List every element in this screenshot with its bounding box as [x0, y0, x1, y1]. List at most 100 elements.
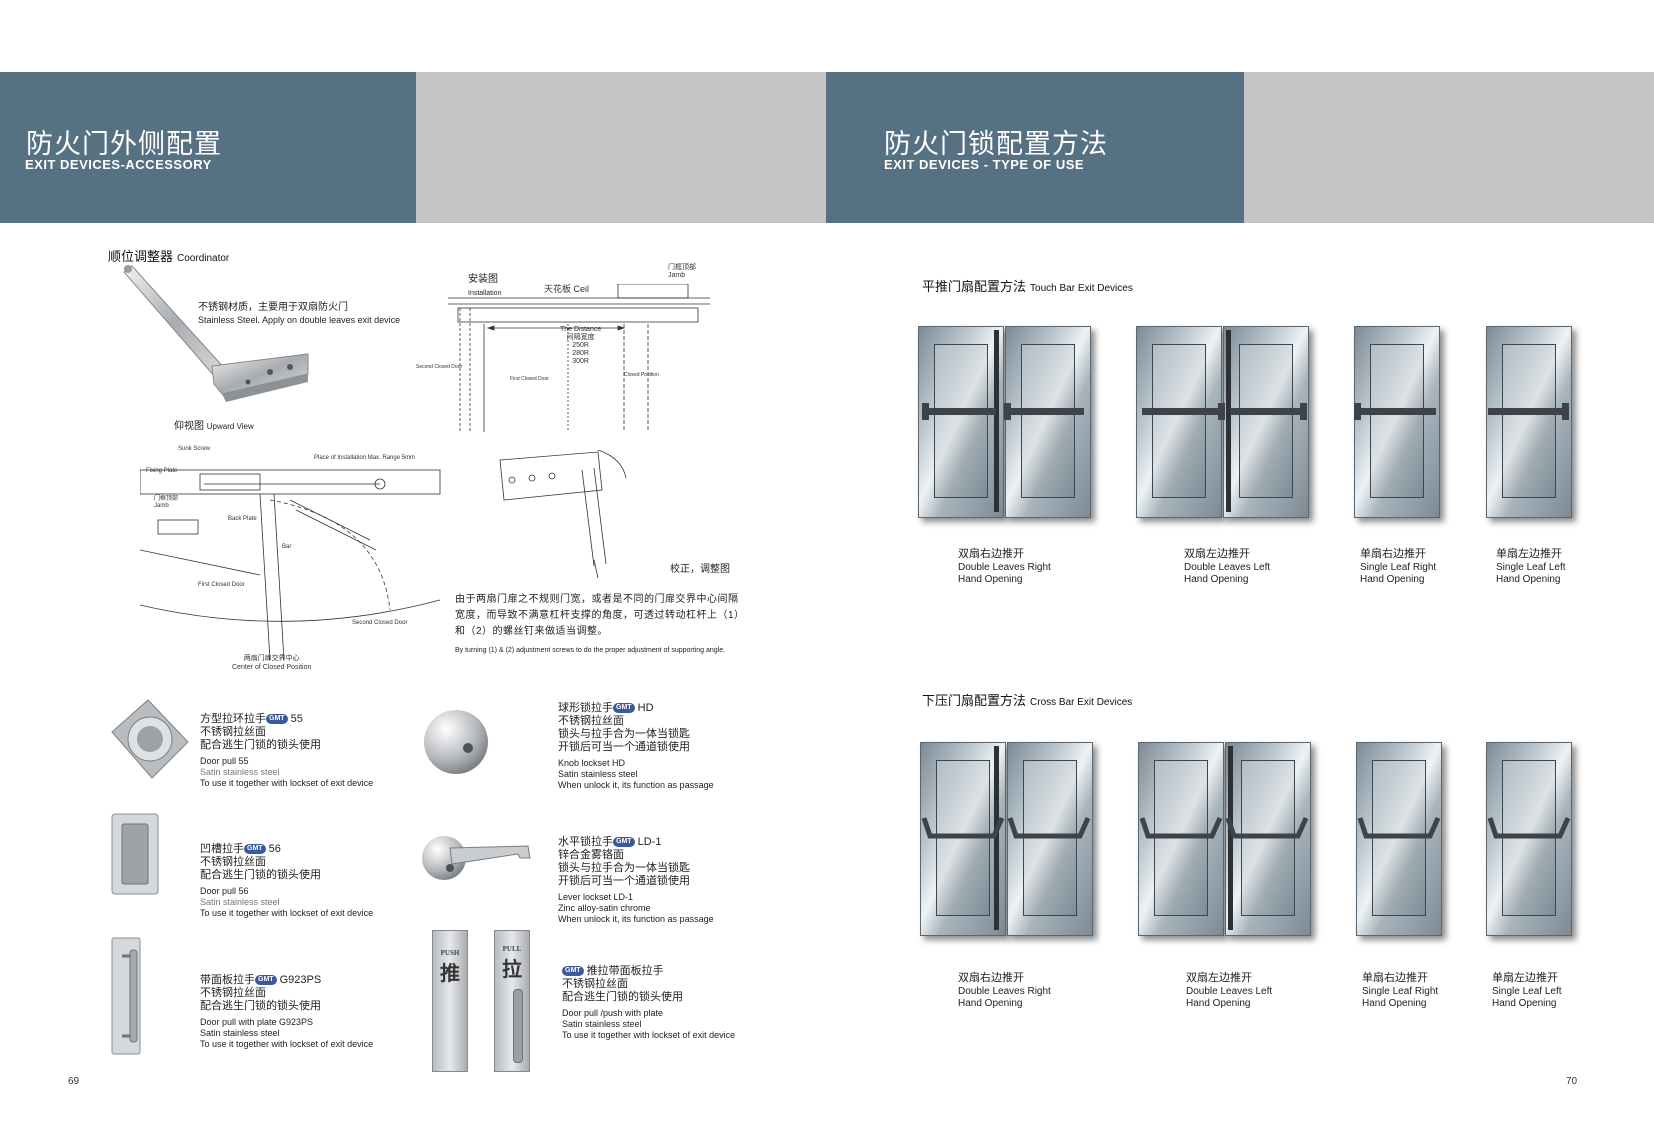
cross-caption-4-en1: Single Leaf Left [1492, 986, 1562, 997]
cross-caption-1-en2: Hand Opening [958, 998, 1023, 1009]
touch-door-dl-end-1 [1218, 403, 1225, 420]
cross-caption-2-en2: Hand Opening [1186, 998, 1251, 1009]
touch-caption-4: 单扇左边推开 Single Leaf Left Hand Opening [1496, 548, 1566, 586]
center-en: Center of Closed Position [232, 664, 312, 671]
lever-lockset-cn2: 锌合金雾铬面 [558, 849, 624, 861]
lever-lockset-cn1: 水平锁拉手 [558, 836, 613, 848]
touch-caption-4-en1: Single Leaf Left [1496, 562, 1566, 573]
touch-caption-1-cn: 双扇右边推开 [958, 548, 1024, 560]
touch-caption-1-en1: Double Leaves Right [958, 562, 1051, 573]
door-pull-plate-cn2: 不锈钢拉丝面 [200, 987, 266, 999]
push-pull-plate-en3: To use it together with lockset of exit … [562, 1030, 736, 1040]
distance-en: The Distance [560, 326, 602, 333]
pull-handle [513, 989, 523, 1063]
door-pull-55-cn3: 配合逃生门锁的锁头使用 [200, 739, 321, 751]
lever-lockset-en3: When unlock it, its function as passage [558, 914, 714, 924]
touch-door-sl-bar [1488, 408, 1568, 415]
installation-cn: 安装图 [468, 274, 498, 285]
door-pull-55-en1: Door pull 55 [200, 756, 249, 766]
second-closed-door-label-2: Second Closed Door [352, 620, 408, 626]
door-pull-55-cn2: 不锈钢拉丝面 [200, 726, 266, 738]
cross-door-dl-bars [1139, 816, 1309, 839]
adjust-title: 校正，调整图 [670, 564, 730, 575]
lever-lockset-cn4: 开锁后可当一个通道锁使用 [558, 875, 690, 887]
cross-door-dr-bars [921, 816, 1091, 839]
pull-plate-en: PULL [502, 945, 522, 953]
touch-door-dr-right-leaf [1005, 326, 1091, 518]
cross-caption-2: 双扇左边推开 Double Leaves Left Hand Opening [1186, 972, 1272, 1010]
touch-caption-3-en2: Hand Opening [1360, 574, 1425, 585]
cross-door-sr-bar [1357, 816, 1441, 839]
door-pull-55-photo [111, 699, 189, 779]
cross-caption-4-en2: Hand Opening [1492, 998, 1557, 1009]
door-pull-56-en2: Satin stainless steel [200, 897, 280, 907]
installation-label: 安装图 Installation [468, 274, 501, 300]
door-pull-56-en3: To use it together with lockset of exit … [200, 908, 374, 918]
cross-bar-title-cn: 下压门扇配置方法 [922, 693, 1027, 708]
door-pull-plate-cn1: 带面板拉手 [200, 974, 255, 986]
lever-lockset-en2: Zinc alloy-satin chrome [558, 903, 651, 913]
touch-door-sr-bar [1356, 408, 1436, 415]
sunk-screw-label: Sunk Screw [178, 446, 211, 452]
push-plate-en: PUSH [440, 949, 460, 957]
distance-label: The Distance 间隔宽度 250R 280R 300R [560, 326, 601, 366]
adjustment-diagram [499, 450, 627, 579]
door-pull-55-en3: To use it together with lockset of exit … [200, 778, 374, 788]
cross-caption-2-cn: 双扇左边推开 [1186, 972, 1252, 984]
lever-lockset-photo [422, 836, 531, 880]
touch-door-sr-leaf [1354, 326, 1440, 518]
touch-door-dr-rod [994, 330, 999, 512]
touch-caption-1: 双扇右边推开 Double Leaves Right Hand Opening [958, 548, 1051, 586]
door-pull-55-cn1: 方型拉环拉手 [200, 713, 266, 725]
coordinator-note-cn: 不锈钢材质，主要用于双扇防火门 [198, 302, 348, 313]
touch-door-dl-bar-right [1230, 408, 1302, 415]
cross-door-dr-rod [994, 746, 999, 930]
left-header-band [0, 72, 416, 223]
right-page-title-en: EXIT DEVICES - TYPE OF USE [884, 157, 1085, 172]
distance-value-1: 250R [572, 342, 589, 349]
ceiling-label: 天花板 Ceil [544, 284, 590, 294]
touch-door-dl-end-2 [1300, 403, 1307, 420]
jamb-cn-top: 门框顶部 [668, 264, 696, 271]
push-pull-plate-cn3: 配合逃生门锁的锁头使用 [562, 991, 683, 1003]
touch-door-dr-end-1 [922, 403, 929, 420]
cross-caption-2-en1: Double Leaves Left [1186, 986, 1273, 997]
door-pull-55-en2: Satin stainless steel [200, 767, 280, 777]
coordinator-title-en: Coordinator [177, 253, 230, 264]
installation-diagram [448, 284, 710, 432]
cross-bar-title-en: Cross Bar Exit Devices [1030, 697, 1133, 708]
right-page-number: 70 [1566, 1076, 1578, 1087]
push-pull-plate-cn1: 推拉带面板拉手 [586, 965, 664, 977]
touch-caption-3-en1: Single Leaf Right [1360, 562, 1437, 573]
touch-caption-2: 双扇左边推开 Double Leaves Left Hand Opening [1184, 548, 1270, 586]
installation-en: Installation [468, 290, 502, 297]
coordinator-title-cn: 顺位调整器 [108, 249, 174, 264]
cross-door-dr-left-leaf [920, 742, 1006, 936]
lever-lockset-cn3: 锁头与拉手合为一体当锁匙 [558, 862, 690, 874]
door-pull-plate-en1: Door pull with plate G923PS [200, 1017, 314, 1027]
lever-lockset-badge: GMT [613, 837, 635, 848]
jamb-label-top: 门框顶部 Jamb [668, 264, 696, 280]
touch-caption-2-en1: Double Leaves Left [1184, 562, 1271, 573]
coordinator-note: 不锈钢材质，主要用于双扇防火门 Stainless Steel. Apply o… [198, 302, 428, 326]
push-plate: PUSH 推 [432, 930, 468, 1072]
push-pull-plate-title: GMT 推拉带面板拉手 [562, 965, 772, 978]
touch-door-dr-end-2 [1004, 403, 1011, 420]
center-cn: 两扇门扉交界中心 [243, 655, 300, 662]
fixing-plate-label: Fixing Plate [146, 468, 178, 474]
knob-lockset-en2: Satin stainless steel [558, 769, 638, 779]
door-pull-56-cn1: 凹槽拉手 [200, 843, 244, 855]
cross-caption-3: 单扇右边推开 Single Leaf Right Hand Opening [1362, 972, 1438, 1010]
pull-plate-cn: 拉 [502, 959, 522, 981]
touch-door-sl-leaf [1486, 326, 1572, 518]
jamb-cn-left: 门框顶部 [154, 496, 179, 502]
